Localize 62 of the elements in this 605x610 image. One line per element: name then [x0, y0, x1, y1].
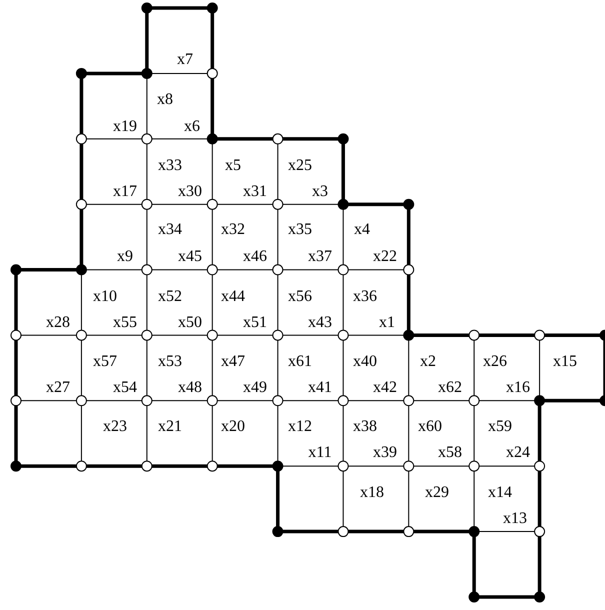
variable-label: x55: [113, 315, 137, 331]
variable-label: x6: [184, 119, 200, 135]
variable-label: x13: [503, 511, 527, 527]
variable-label: x27: [46, 380, 70, 396]
variable-label: x17: [113, 184, 137, 200]
variable-label: x30: [178, 184, 202, 200]
variable-label: x37: [308, 249, 332, 265]
variable-label: x34: [158, 222, 182, 238]
variable-label: x18: [360, 485, 384, 501]
variable-label: x44: [221, 289, 245, 305]
variable-label: x2: [420, 354, 436, 370]
variable-label: x21: [158, 419, 182, 435]
variable-label: x50: [178, 315, 202, 331]
variable-label: x33: [158, 158, 182, 174]
variable-label: x47: [221, 354, 245, 370]
variable-label: x54: [113, 380, 137, 396]
variable-label: x41: [308, 380, 332, 396]
variable-label: x16: [506, 380, 530, 396]
variable-label: x22: [373, 249, 397, 265]
variable-label: x60: [418, 419, 442, 435]
variable-label: x48: [178, 380, 202, 396]
variable-label: x20: [221, 419, 245, 435]
variable-label: x38: [353, 419, 377, 435]
variable-label: x45: [178, 249, 202, 265]
variable-label: x36: [353, 289, 377, 305]
variable-label: x5: [225, 158, 241, 174]
variable-label: x42: [373, 380, 397, 396]
variable-label: x57: [93, 354, 117, 370]
variable-label: x23: [103, 419, 127, 435]
variable-label: x61: [288, 354, 312, 370]
variable-label: x39: [373, 445, 397, 461]
variable-label: x62: [438, 380, 462, 396]
variable-label: x56: [288, 289, 312, 305]
variable-label: x19: [113, 119, 137, 135]
variable-label: x12: [288, 419, 312, 435]
variable-label: x52: [158, 289, 182, 305]
variable-label: x58: [438, 445, 462, 461]
variable-label: x24: [506, 445, 530, 461]
variable-label: x31: [243, 184, 267, 200]
variable-label: x32: [221, 222, 245, 238]
variable-label: x49: [243, 380, 267, 396]
variable-label: x4: [354, 222, 370, 238]
variable-label: x35: [288, 222, 312, 238]
variable-label: x43: [308, 315, 332, 331]
variable-label: x59: [488, 419, 512, 435]
variable-label: x10: [93, 289, 117, 305]
variable-label: x53: [158, 354, 182, 370]
variable-label: x46: [243, 249, 267, 265]
variable-label: x1: [379, 315, 395, 331]
variable-label: x51: [243, 315, 267, 331]
variable-label: x40: [353, 354, 377, 370]
variable-label: x3: [312, 184, 328, 200]
variable-label: x8: [157, 92, 173, 108]
variable-label: x29: [425, 485, 449, 501]
variable-label: x7: [177, 52, 193, 68]
variable-label: x15: [553, 354, 577, 370]
variable-label: x25: [288, 158, 312, 174]
variable-label: x14: [488, 485, 512, 501]
variable-label: x26: [483, 354, 507, 370]
variable-label: x28: [46, 315, 70, 331]
variable-label: x9: [117, 249, 133, 265]
variable-label: x11: [308, 445, 332, 461]
